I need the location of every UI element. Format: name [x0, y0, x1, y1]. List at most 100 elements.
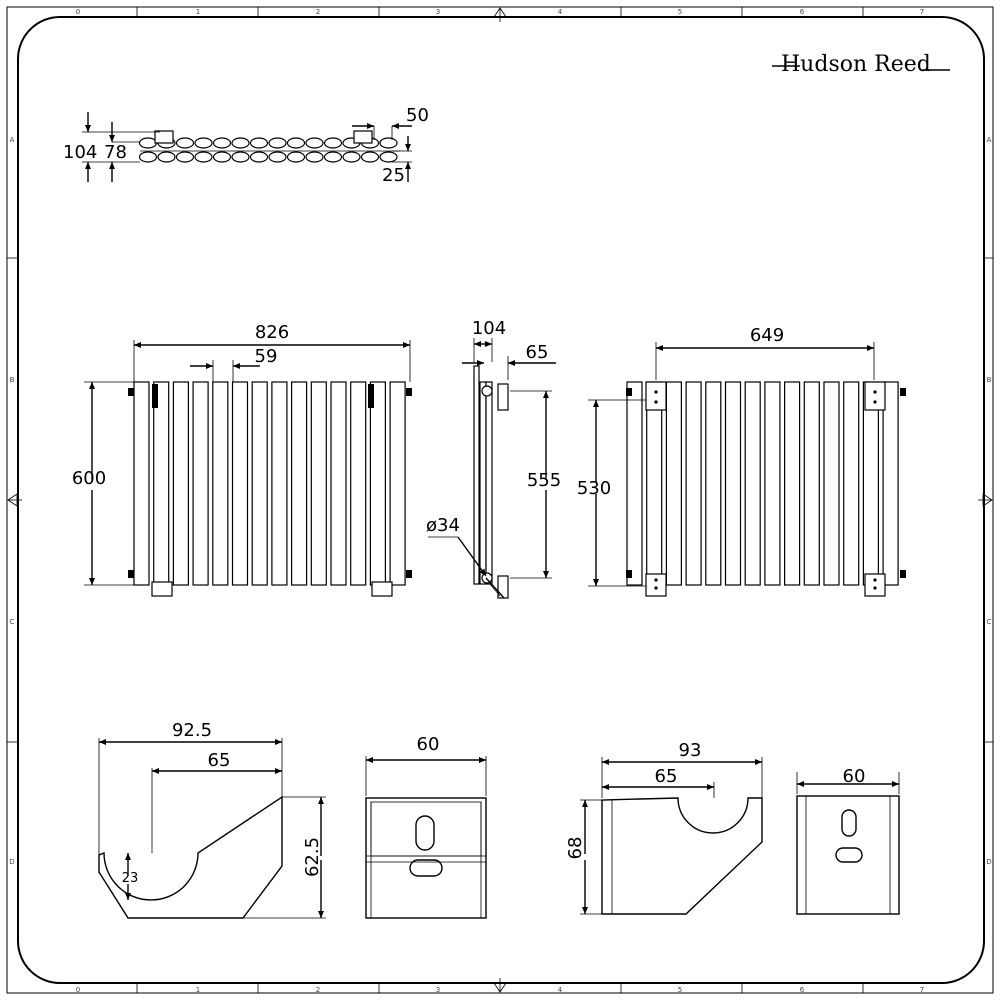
bracket-a-side-view: 92.5 65 62.5 23: [98, 720, 326, 919]
col-label: 6: [800, 986, 805, 994]
col-label: 6: [800, 8, 805, 16]
radiator-column: [310, 381, 327, 586]
radiator-column: [823, 381, 840, 586]
dim-bracket-a-front-width: 60: [417, 734, 440, 755]
row-label: D: [986, 858, 991, 866]
rear-columns: [626, 381, 899, 586]
wall-bracket: [864, 381, 886, 411]
radiator-column: [251, 381, 268, 586]
dim-bracket-a-width: 92.5: [172, 720, 212, 741]
bracket-a-front-view: 60: [365, 734, 487, 919]
dim-top-gap: 25: [382, 165, 405, 186]
dim-bracket-b-front-width: 60: [843, 766, 866, 787]
dim-top-offset: 50: [406, 105, 429, 126]
slot-hole: [835, 847, 863, 863]
dim-bracket-b-inner: 65: [655, 766, 678, 787]
tube-section: [286, 137, 306, 149]
side-view: 104 65 555 ø34: [426, 318, 561, 599]
front-view: 826 59 600: [72, 322, 412, 597]
slot-hole: [415, 815, 435, 851]
row-label: C: [987, 618, 992, 626]
tube-section: [157, 151, 176, 163]
col-label: 1: [196, 8, 200, 16]
dim-top-depth: 104: [63, 142, 97, 163]
radiator-column: [172, 381, 189, 586]
tube-section: [249, 151, 269, 163]
tube-section: [268, 151, 287, 163]
radiator-column: [764, 381, 781, 586]
radiator-column: [389, 381, 406, 586]
tube-section: [231, 151, 250, 163]
dim-side-offset: 65: [526, 342, 549, 363]
row-label: D: [9, 858, 14, 866]
dim-front-spacing: 59: [255, 346, 278, 367]
dim-top-tube: 78: [104, 142, 127, 163]
col-label: 7: [920, 986, 924, 994]
radiator-column: [862, 381, 880, 586]
tube-section: [379, 151, 398, 163]
tube-section: [194, 151, 213, 163]
tube-section: [286, 151, 306, 163]
tube-section: [194, 137, 213, 149]
dim-bracket-a-inner: 65: [208, 750, 231, 771]
col-label: 5: [678, 986, 682, 994]
radiator-column: [882, 381, 899, 586]
radiator-column: [212, 381, 229, 586]
radiator-column: [744, 381, 761, 586]
wall-bracket: [645, 381, 667, 411]
rear-view: 649 530: [577, 325, 906, 597]
tube-section: [212, 151, 232, 163]
tube-section: [305, 137, 324, 149]
radiator-column: [231, 381, 249, 586]
dim-front-width: 826: [255, 322, 289, 343]
tube-section: [323, 137, 343, 149]
dim-bracket-a-height: 62.5: [302, 837, 323, 877]
row-label: A: [987, 136, 992, 144]
bracket-b-front-view: 60: [796, 766, 900, 915]
tube-section: [268, 137, 287, 149]
tube-row-lower: [138, 151, 398, 163]
brand-logo: Hudson Reed: [772, 52, 950, 77]
border-grid: 0 1 2 3 4 5 6 7 0 1 2 3 4 5 6 7 A B C D …: [7, 7, 993, 994]
dim-side-pipe: ø34: [426, 515, 460, 536]
radiator-column: [685, 381, 702, 586]
col-label: 2: [316, 986, 320, 994]
radiator-column: [133, 381, 150, 586]
front-columns: [133, 381, 406, 586]
radiator-column: [291, 381, 308, 586]
tube-section: [212, 137, 232, 149]
tube-section: [323, 151, 343, 163]
bracket-b-side-view: 93 65 68: [565, 740, 763, 915]
radiator-column: [803, 381, 820, 586]
dim-rear-height: 530: [577, 478, 611, 499]
dim-front-height: 600: [72, 468, 106, 489]
brand-name: Hudson Reed: [781, 52, 931, 77]
top-view: 104 78 50 25: [63, 105, 429, 186]
col-label: 7: [920, 8, 924, 16]
col-label: 0: [76, 8, 80, 16]
col-label: 3: [436, 8, 440, 16]
col-label: 4: [558, 8, 563, 16]
tube-section: [342, 151, 361, 163]
radiator-column: [192, 381, 209, 586]
radiator-column: [369, 381, 386, 586]
tube-section: [175, 137, 195, 149]
wall-bracket: [864, 573, 886, 597]
tube-section: [249, 137, 269, 149]
col-label: 4: [558, 986, 563, 994]
col-label: 2: [316, 8, 320, 16]
tube-section: [138, 151, 158, 163]
radiator-column: [330, 381, 347, 586]
slot-hole: [841, 809, 857, 837]
tube-section: [231, 137, 250, 149]
slot-hole: [409, 859, 443, 877]
tube-section: [360, 151, 380, 163]
tube-section: [138, 137, 158, 149]
radiator-column: [626, 381, 643, 586]
row-label: B: [10, 376, 15, 384]
col-label: 0: [76, 986, 80, 994]
radiator-column: [271, 381, 288, 586]
row-label: B: [987, 376, 992, 384]
tube-section: [175, 151, 195, 163]
radiator-column: [843, 381, 860, 586]
